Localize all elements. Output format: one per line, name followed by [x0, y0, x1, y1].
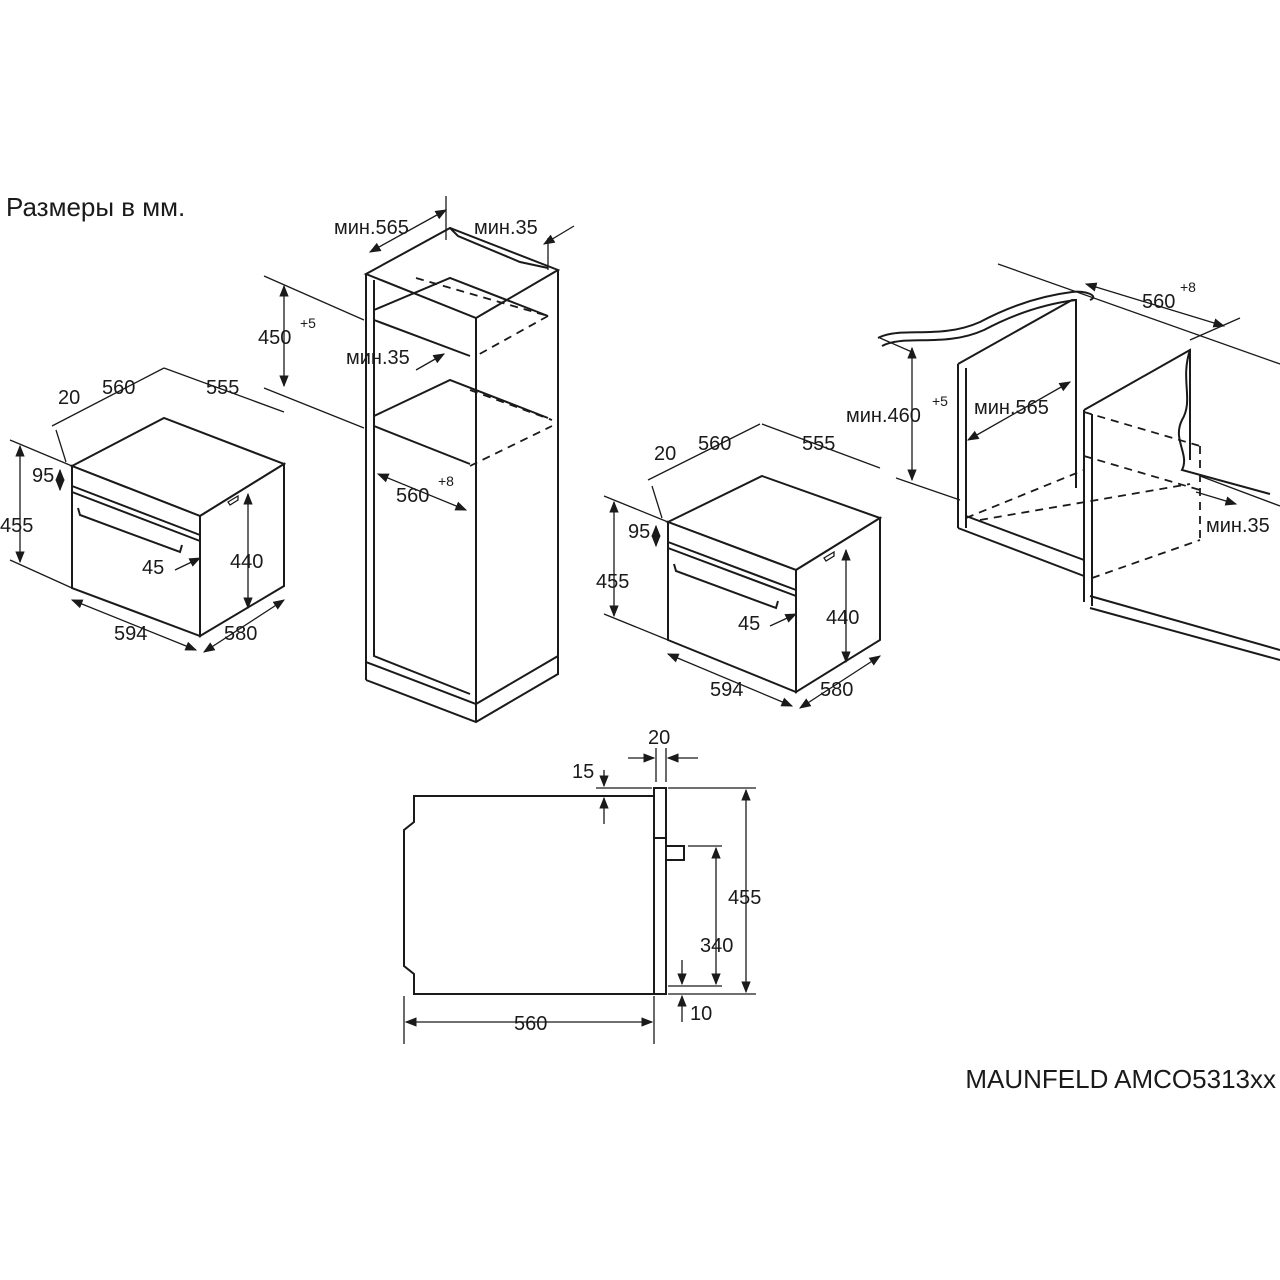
oven-left-width-594: 594	[114, 623, 147, 645]
model-label: MAUNFELD AMCO5313xx	[965, 1064, 1276, 1094]
niche-width-560: 560	[1142, 291, 1175, 313]
niche-width-tol: +8	[1180, 279, 1196, 295]
niche-gap-min35: мин.35	[1206, 515, 1270, 537]
cabinet-niche-height-tol: +5	[300, 315, 316, 331]
oven-left-width-560: 560	[102, 377, 135, 399]
oven-left-depth-555: 555	[206, 377, 239, 399]
oven-right-depth-580: 580	[820, 679, 853, 701]
oven-left-panel-95: 95	[32, 465, 54, 487]
side-offset-15: 15	[572, 761, 594, 783]
cabinet-niche-width-tol: +8	[438, 473, 454, 489]
side-height-455: 455	[728, 887, 761, 909]
cabinet-niche-width-560: 560	[396, 485, 429, 507]
oven-left	[9, 367, 287, 653]
oven-right-handle-45: 45	[738, 613, 760, 635]
oven-right-depth-555: 555	[802, 433, 835, 455]
caption: Размеры в мм.	[6, 192, 185, 222]
cabinet-depth-min565: мин.565	[334, 217, 409, 239]
side-height-340: 340	[700, 935, 733, 957]
tall-cabinet	[263, 196, 575, 724]
cabinet-niche-height-450: 450	[258, 327, 291, 349]
oven-left-depth-20: 20	[58, 387, 80, 409]
oven-right-height-455: 455	[596, 571, 629, 593]
side-door-thickness-20: 20	[648, 727, 670, 749]
side-offset-10: 10	[690, 1003, 712, 1025]
niche-height-min460: мин.460	[846, 405, 921, 427]
oven-right-width-560: 560	[698, 433, 731, 455]
oven-side-view	[403, 748, 756, 1044]
oven-left-height-455: 455	[0, 515, 33, 537]
oven-left-depth-580: 580	[224, 623, 257, 645]
oven-right-panel-95: 95	[628, 521, 650, 543]
oven-right-height-440: 440	[826, 607, 859, 629]
oven-left-handle-45: 45	[142, 557, 164, 579]
side-depth-560: 560	[514, 1013, 547, 1035]
oven-right-width-594: 594	[710, 679, 743, 701]
niche-height-tol: +5	[932, 393, 948, 409]
niche-depth-min565: мин.565	[974, 397, 1049, 419]
cabinet-gap-min35-top: мин.35	[474, 217, 538, 239]
oven-right-depth-20: 20	[654, 443, 676, 465]
oven-right	[603, 423, 883, 709]
under-counter-niche	[877, 263, 1280, 661]
cabinet-gap-min35-mid: мин.35	[346, 347, 410, 369]
oven-left-height-440: 440	[230, 551, 263, 573]
